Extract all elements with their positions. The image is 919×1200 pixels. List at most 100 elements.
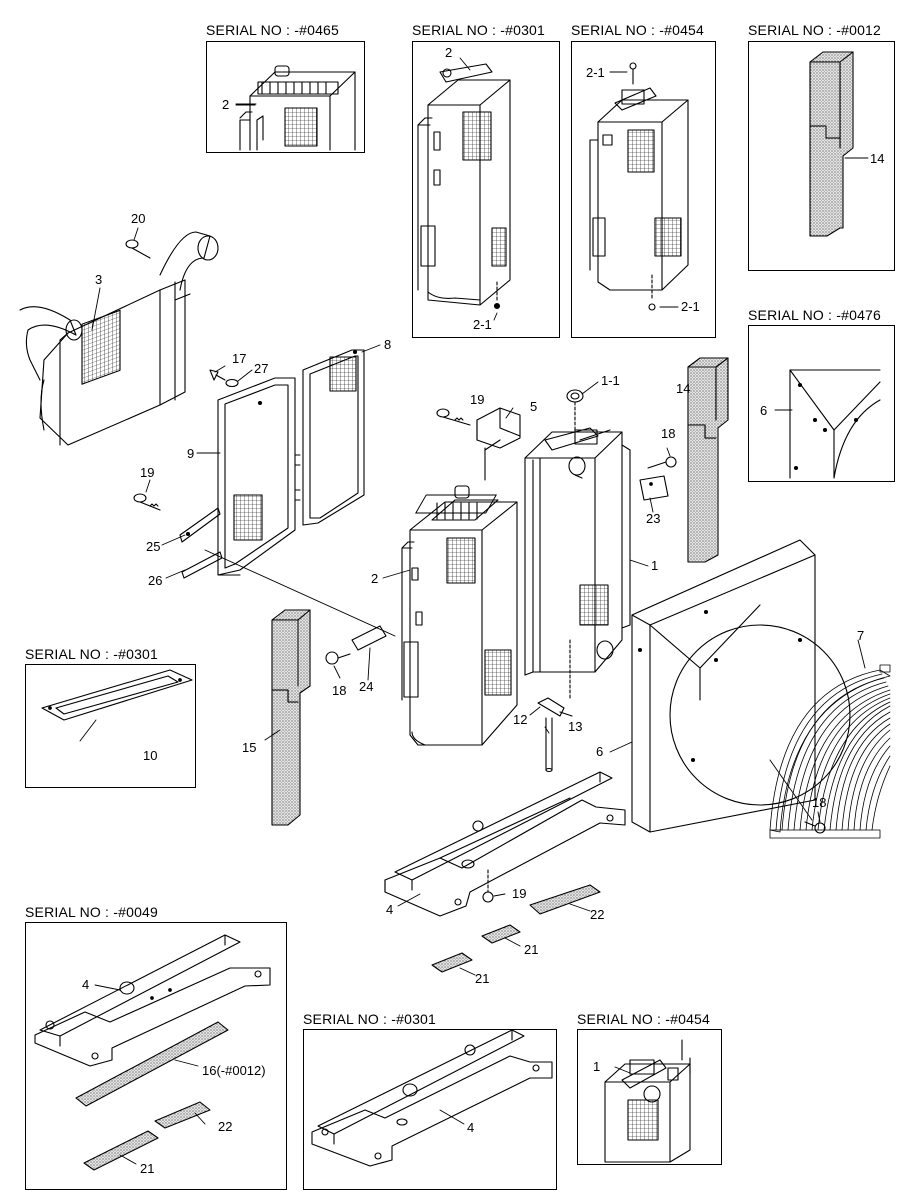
- callout-22: 22: [590, 907, 605, 922]
- callout-6: 6: [596, 744, 604, 759]
- serial-label-left-0301: SERIAL NO : -#0301: [25, 646, 159, 662]
- callout-2: 2: [445, 45, 453, 60]
- callout-18: 18: [812, 795, 827, 810]
- callout-6: 6: [760, 403, 768, 418]
- fan-shroud: [631, 539, 851, 833]
- serial-box-top-0454: [571, 41, 716, 338]
- callout-25: 25: [146, 539, 161, 554]
- guard-frame: [217, 377, 301, 576]
- serial-box-right-0476: [748, 325, 895, 482]
- serial-label-top-0454: SERIAL NO : -#0454: [571, 22, 705, 38]
- detail-radiator-tall-0301: [417, 63, 511, 310]
- callout-24: 24: [359, 679, 374, 694]
- detail-gasket-0301: [41, 669, 193, 721]
- pad-21-b: [431, 952, 473, 973]
- callout-1: 1: [593, 1059, 601, 1074]
- callout-18: 18: [332, 683, 347, 698]
- callout-12: 12: [513, 712, 528, 727]
- mesh-screen: [302, 349, 365, 526]
- callout-2: 2: [222, 97, 230, 112]
- screw-17: [209, 369, 226, 381]
- callout-2-1: 2-1: [586, 65, 605, 80]
- bracket-5: [476, 407, 521, 481]
- callout-3: 3: [95, 272, 103, 287]
- intercooler: [19, 231, 219, 446]
- serial-label-bottom-0454: SERIAL NO : -#0454: [577, 1011, 711, 1027]
- callout-2-1: 2-1: [681, 299, 700, 314]
- radiator-1: [524, 427, 631, 676]
- callout-19: 19: [140, 465, 155, 480]
- bolt-18-right: [647, 456, 677, 469]
- serial-box-top-0012: [748, 41, 895, 271]
- pad-22: [529, 884, 601, 915]
- bolts-left: [133, 493, 223, 579]
- serial-label-top-0301: SERIAL NO : -#0301: [412, 22, 546, 38]
- callout-19: 19: [470, 392, 485, 407]
- callout-9: 9: [187, 446, 195, 461]
- cap-1-1: [566, 389, 584, 431]
- detail-shroud-corner-0476: [789, 369, 881, 479]
- foam-14: [687, 357, 729, 563]
- callout-2: 2: [371, 571, 379, 586]
- bolt-19-top: [436, 408, 471, 426]
- radiator-2: [401, 485, 518, 746]
- callout-17: 17: [232, 351, 247, 366]
- serial-box-bottom-0301: [303, 1029, 557, 1190]
- callout-18: 18: [661, 426, 676, 441]
- callout-26: 26: [148, 573, 163, 588]
- serial-box-bottom-0049: [25, 922, 287, 1190]
- callout-5: 5: [530, 399, 538, 414]
- serial-box-top-0465: [206, 41, 365, 153]
- callout-1-1: 1-1: [601, 373, 620, 388]
- serial-box-left-0301: [25, 664, 196, 788]
- callout-21: 21: [140, 1161, 155, 1176]
- callout-13: 13: [568, 719, 583, 734]
- callout-15: 15: [242, 740, 257, 755]
- callout-8: 8: [384, 337, 392, 352]
- leader-lines: [79, 57, 869, 1165]
- callout-14: 14: [870, 151, 885, 166]
- serial-label-bottom-0301: SERIAL NO : -#0301: [303, 1011, 437, 1027]
- plate-23: [639, 475, 669, 501]
- base-frame: [384, 771, 626, 917]
- callout-2-1: 2-1: [473, 317, 492, 332]
- callout-1: 1: [651, 558, 659, 573]
- detail-radiator-top-0465: [235, 65, 356, 151]
- fan-guard: [769, 664, 891, 839]
- callout-19: 19: [512, 886, 527, 901]
- callout-10: 10: [143, 748, 158, 763]
- callout-21: 21: [475, 971, 490, 986]
- callout-4: 4: [386, 902, 394, 917]
- callout-22: 22: [218, 1119, 233, 1134]
- drain-hose-13: [545, 717, 553, 773]
- serial-box-top-0301: [412, 41, 560, 338]
- callout-27: 27: [254, 361, 269, 376]
- callout-21: 21: [524, 942, 539, 957]
- callout-4: 4: [82, 977, 90, 992]
- serial-box-bottom-0454: [577, 1029, 722, 1165]
- detail-radiator-0454: [589, 62, 689, 311]
- washer-27: [225, 378, 239, 388]
- callout-7: 7: [857, 628, 865, 643]
- plate-24: [351, 625, 387, 651]
- foam-15: [271, 609, 311, 826]
- serial-label-top-0465: SERIAL NO : -#0465: [206, 22, 340, 38]
- detail-radiator-0454-bottom: [604, 1039, 691, 1163]
- serial-label-top-0012: SERIAL NO : -#0012: [748, 22, 882, 38]
- callout-20: 20: [131, 211, 146, 226]
- detail-foam-0012: [809, 51, 854, 237]
- detail-base-0049: [34, 934, 271, 1171]
- bolt-19-bottom: [482, 869, 494, 903]
- drain-fitting-12: [537, 697, 573, 717]
- pad-21-a: [481, 924, 521, 944]
- callout-4: 4: [467, 1120, 475, 1135]
- bolt-20: [125, 239, 151, 259]
- callout-23: 23: [646, 511, 661, 526]
- detail-base-0301: [311, 1029, 553, 1167]
- callout-14: 14: [676, 381, 691, 396]
- serial-label-bottom-0049: SERIAL NO : -#0049: [25, 904, 159, 920]
- callout-16: 16(-#0012): [202, 1063, 266, 1078]
- bolt-18-low: [325, 651, 351, 665]
